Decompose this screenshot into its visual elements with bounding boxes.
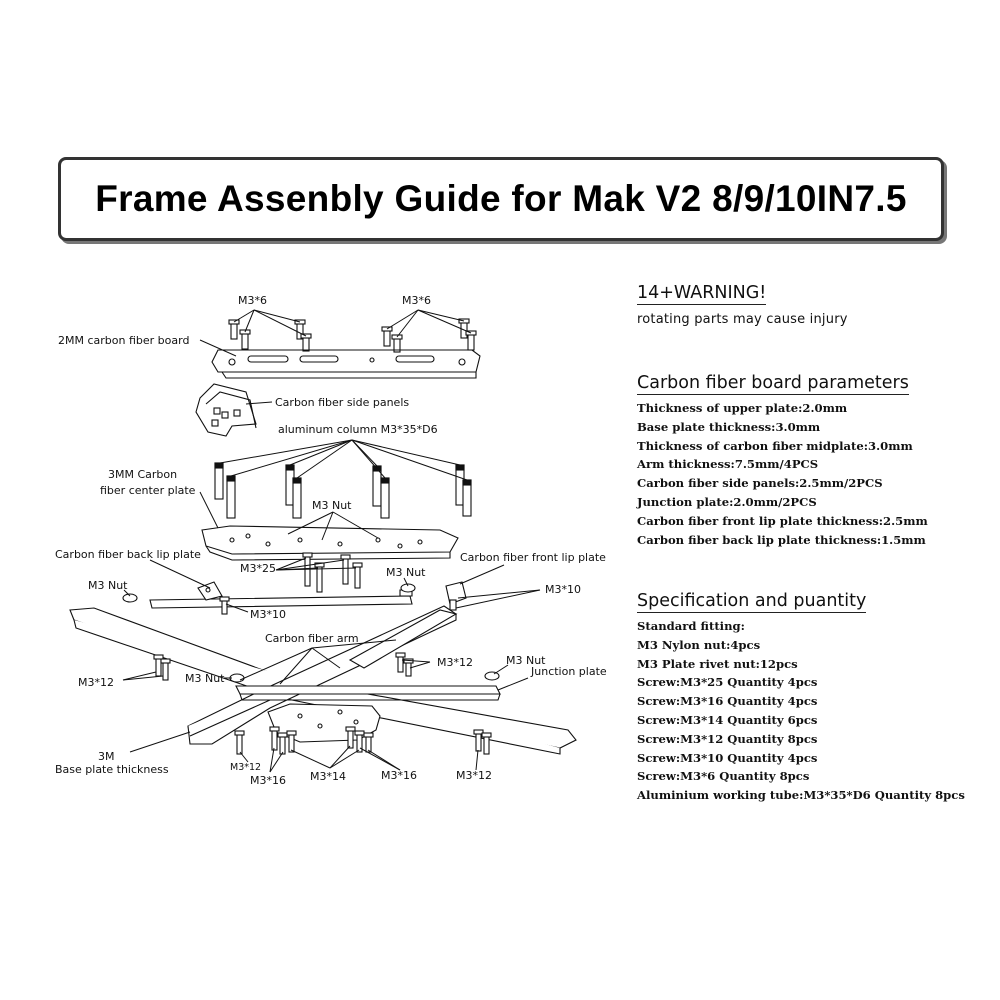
list-item: Screw:M3*12 Quantity 8pcs xyxy=(637,731,818,746)
aluminum-columns-drawing xyxy=(214,462,472,519)
list-item: Thickness of upper plate:2.0mm xyxy=(637,401,848,415)
board-params-heading: Carbon fiber board parameters xyxy=(637,373,909,395)
list-item: Arm thickness:7.5mm/4PCS xyxy=(637,457,819,472)
spec-list: Standard fitting: M3 Nylon nut:4pcs M3 P… xyxy=(637,617,965,805)
list-item: Standard fitting: xyxy=(637,619,745,633)
label-junction-plate: Junction plate xyxy=(530,665,607,678)
assembly-diagram: M3*6 M3*6 2MM carbon fiber board Carbon … xyxy=(55,294,607,787)
list-item: M3 Nylon nut:4pcs xyxy=(637,637,761,652)
label-m3x6-right: M3*6 xyxy=(402,294,431,307)
list-item: Junction plate:2.0mm/2PCS xyxy=(637,494,817,509)
label-m3x12-left: M3*12 xyxy=(78,676,114,689)
board-params-list: Thickness of upper plate:2.0mm Base plat… xyxy=(637,399,928,549)
top-board-drawing xyxy=(211,349,481,379)
label-m3-nut-right: M3 Nut xyxy=(506,654,546,667)
loose-screws-drawing xyxy=(153,596,492,755)
label-m3x16-left: M3*16 xyxy=(250,774,286,787)
warning-heading: 14+WARNING! xyxy=(637,283,767,305)
junction-plate-drawing xyxy=(235,685,501,701)
list-item: Screw:M3*14 Quantity 6pcs xyxy=(637,712,818,727)
page-title: Frame Assenbly Guide for Mak V2 8/9/10IN… xyxy=(95,178,907,219)
list-item: Carbon fiber back lip plate thickness:1.… xyxy=(637,532,926,547)
spec-heading: Specification and puantity xyxy=(637,591,867,613)
back-lip-drawing xyxy=(149,581,413,609)
list-item: Screw:M3*6 Quantity 8pcs xyxy=(637,769,810,784)
label-m3x12-bottom-right: M3*12 xyxy=(456,769,492,782)
label-m3x14: M3*14 xyxy=(310,770,346,783)
label-alu-column: aluminum column M3*35*D6 xyxy=(278,423,438,436)
label-m3-nut-center: M3 Nut xyxy=(312,499,352,512)
label-m3-nut-mid-left: M3 Nut xyxy=(185,672,225,685)
label-back-lip: Carbon fiber back lip plate xyxy=(55,548,201,561)
front-lip-drawing xyxy=(445,581,467,611)
label-m3x6-left: M3*6 xyxy=(238,294,267,307)
list-item: Aluminium working tube:M3*35*D6 Quantity… xyxy=(637,788,965,803)
center-plate-drawing xyxy=(201,525,459,561)
label-center-plate-2: fiber center plate xyxy=(100,484,196,497)
label-center-plate-1: 3MM Carbon xyxy=(108,468,177,481)
label-m3x16-right: M3*16 xyxy=(381,769,417,782)
m3x25-screws-drawing xyxy=(302,552,363,593)
label-m3-nut-right-top: M3 Nut xyxy=(386,566,426,579)
warning-text: rotating parts may cause injury xyxy=(637,312,848,327)
label-base-2: Base plate thickness xyxy=(55,763,169,776)
list-item: Screw:M3*10 Quantity 4pcs xyxy=(637,750,818,765)
list-item: Carbon fiber side panels:2.5mm/2PCS xyxy=(637,476,883,491)
label-m3x25: M3*25 xyxy=(240,562,276,575)
list-item: M3 Plate rivet nut:12pcs xyxy=(637,656,798,671)
list-item: Screw:M3*16 Quantity 4pcs xyxy=(637,694,818,709)
title-box: Frame Assenbly Guide for Mak V2 8/9/10IN… xyxy=(58,157,944,241)
list-item: Base plate thickness:3.0mm xyxy=(637,419,821,434)
label-front-lip: Carbon fiber front lip plate xyxy=(460,551,606,564)
label-m3x10-left: M3*10 xyxy=(250,608,286,621)
label-m3x10-right: M3*10 xyxy=(545,583,581,596)
label-m3-nut-left: M3 Nut xyxy=(88,579,128,592)
label-base-1: 3M xyxy=(98,750,115,763)
list-item: Screw:M3*25 Quantity 4pcs xyxy=(637,675,818,690)
top-screws-drawing xyxy=(228,318,477,353)
label-top-board: 2MM carbon fiber board xyxy=(58,334,189,347)
board-params-section: Carbon fiber board parameters Thickness … xyxy=(637,372,928,549)
warning-section: 14+WARNING! rotating parts may cause inj… xyxy=(637,282,848,329)
spec-section: Specification and puantity Standard fitt… xyxy=(637,590,965,805)
label-arm: Carbon fiber arm xyxy=(265,632,359,645)
label-m3x12-right-top: M3*12 xyxy=(437,656,473,669)
label-m3x12-bottom-left: M3*12 xyxy=(230,762,261,773)
leader-lines xyxy=(122,309,541,773)
list-item: Carbon fiber front lip plate thickness:2… xyxy=(637,513,928,528)
label-side-panels: Carbon fiber side panels xyxy=(275,396,409,409)
side-panels-drawing xyxy=(195,383,257,437)
list-item: Thickness of carbon fiber midplate:3.0mm xyxy=(637,438,913,453)
